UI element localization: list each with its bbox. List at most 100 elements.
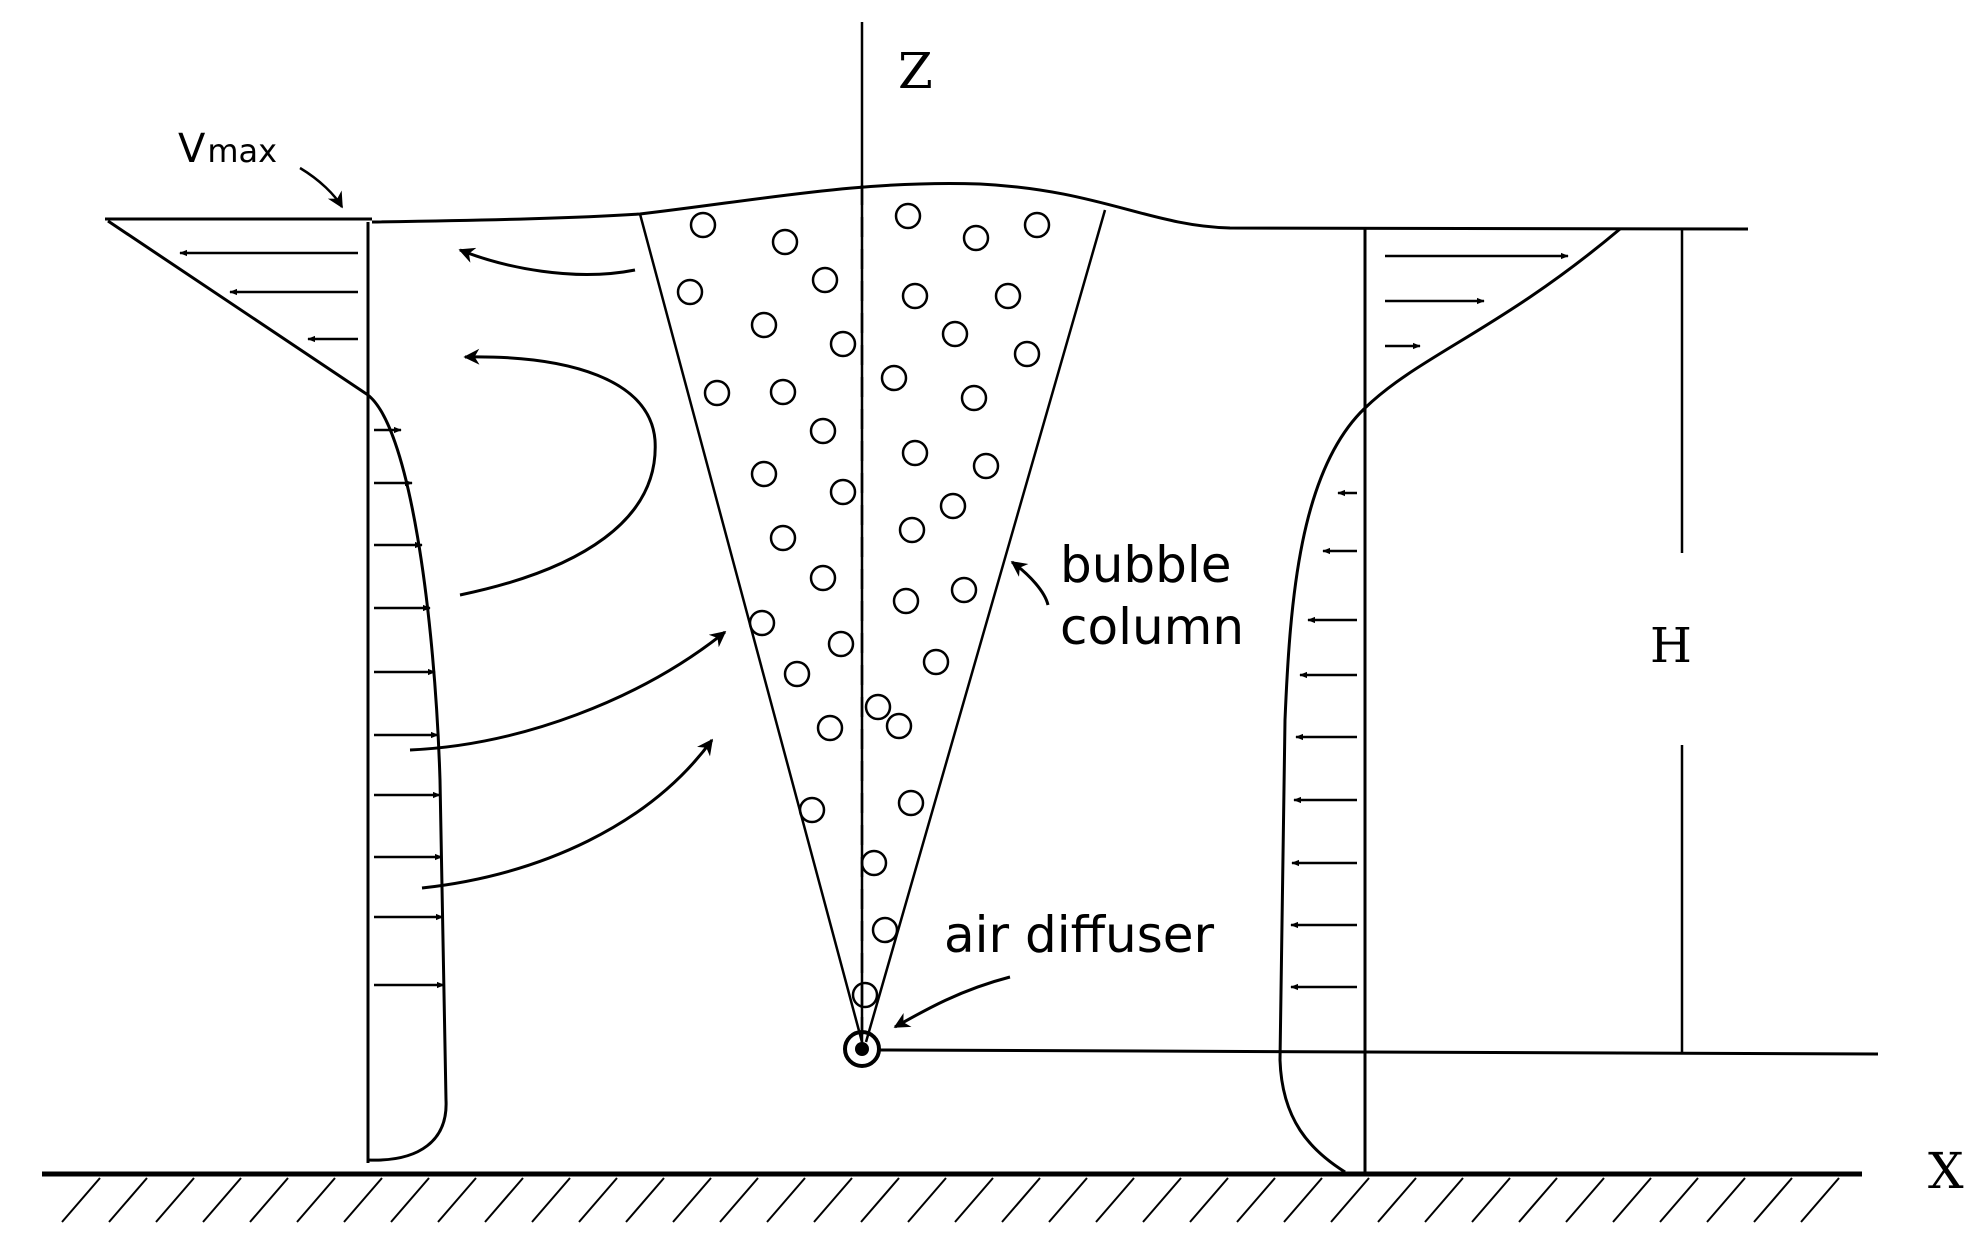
ground-hatch-line	[1424, 1177, 1464, 1223]
bubble	[885, 712, 913, 740]
diffuser-level-line	[879, 1048, 1879, 1056]
bubble	[769, 524, 797, 552]
ground	[42, 1171, 1862, 1223]
bubble	[972, 452, 1000, 480]
bubble	[1023, 211, 1051, 239]
circulation-arrow-middle	[409, 630, 727, 752]
bubble	[798, 796, 826, 824]
bubble	[769, 378, 797, 406]
ground-hatch-line	[1236, 1177, 1276, 1223]
surface-wave	[371, 181, 1749, 231]
ground-hatch-line	[1471, 1177, 1511, 1223]
bubble	[676, 278, 704, 306]
bubble	[901, 282, 929, 310]
bubble	[901, 439, 929, 467]
ground-hatch-line	[1001, 1177, 1041, 1223]
left-arrows-inflow	[374, 426, 445, 989]
bubble	[809, 564, 837, 592]
circulation-arrow-top	[458, 247, 636, 276]
labels: Z X H Vmax bubble column air diffuser	[178, 42, 1964, 1200]
ground-hatch-line	[108, 1177, 148, 1223]
ground-hatch-line	[1048, 1177, 1088, 1223]
bubbles	[676, 202, 1051, 1009]
ground-hatch-line	[1142, 1177, 1182, 1223]
air-diffuser-label: air diffuser	[944, 906, 1215, 964]
ground-hatch-line	[719, 1177, 759, 1223]
z-axis-label: Z	[898, 42, 933, 100]
bubble	[809, 417, 837, 445]
bubble-column-right-edge	[864, 209, 1107, 1043]
ground-hatch-line	[1330, 1177, 1370, 1223]
air-diffuser-pointer	[893, 975, 1011, 1029]
right-profile-curve	[1278, 227, 1621, 1174]
ground-hatch-line	[954, 1177, 994, 1223]
bubble	[851, 981, 879, 1009]
ground-hatch-line	[1518, 1177, 1558, 1223]
ground-hatch-line	[1189, 1177, 1229, 1223]
circulation-arrows	[299, 166, 1050, 890]
bubble	[703, 379, 731, 407]
bubble	[748, 609, 776, 637]
bubble-column-label-line1: bubble	[1060, 536, 1232, 594]
bubble	[994, 282, 1022, 310]
bubble	[689, 211, 717, 239]
bubble	[827, 630, 855, 658]
left-arrows-outflow	[179, 249, 358, 343]
ground-hatch-line	[343, 1177, 383, 1223]
right-arrows-outflow	[1385, 252, 1569, 350]
bubble	[880, 364, 908, 392]
bubble	[750, 460, 778, 488]
bubble	[941, 320, 969, 348]
bubble	[829, 330, 857, 358]
bubble	[829, 478, 857, 506]
bubble	[871, 916, 899, 944]
ground-hatch-line	[61, 1177, 101, 1223]
bubble	[962, 224, 990, 252]
air-diffuser-outer	[843, 1030, 881, 1068]
bubble	[897, 789, 925, 817]
bubble	[1013, 340, 1041, 368]
air-diffuser	[843, 975, 1879, 1068]
ground-hatch-line	[1612, 1177, 1652, 1223]
ground-hatch-line	[672, 1177, 712, 1223]
bubble	[894, 202, 922, 230]
bubble	[960, 384, 988, 412]
bubble	[922, 648, 950, 676]
ground-hatch-line	[578, 1177, 618, 1223]
ground-hatch-line	[1800, 1177, 1840, 1223]
ground-hatch-line	[1659, 1177, 1699, 1223]
x-axis-label: X	[1928, 1142, 1964, 1200]
ground-hatch-line	[1565, 1177, 1605, 1223]
ground-hatch-line	[625, 1177, 665, 1223]
bubble	[939, 492, 967, 520]
vmax-label: Vmax	[178, 126, 277, 172]
ground-hatch-line	[484, 1177, 524, 1223]
circulation-arrow-lower	[421, 738, 714, 890]
ground-hatch-line	[1377, 1177, 1417, 1223]
bubble	[864, 693, 892, 721]
ground-hatching	[61, 1177, 1840, 1223]
left-velocity-profile	[107, 219, 448, 1163]
air-diffuser-inner	[855, 1042, 869, 1056]
ground-hatch-line	[766, 1177, 806, 1223]
ground-hatch-line	[1095, 1177, 1135, 1223]
bubble-column-label-line2: column	[1060, 598, 1244, 656]
ground-hatch-line	[907, 1177, 947, 1223]
right-velocity-profile	[1278, 227, 1621, 1174]
height-label: H	[1650, 618, 1692, 674]
ground-hatch-line	[437, 1177, 477, 1223]
bubble	[783, 660, 811, 688]
bubble	[860, 849, 888, 877]
left-profile-curve	[107, 219, 448, 1162]
ground-hatch-line	[813, 1177, 853, 1223]
bubble	[892, 587, 920, 615]
ground-hatch-line	[1706, 1177, 1746, 1223]
ground-hatch-line	[296, 1177, 336, 1223]
water-surface	[105, 181, 1749, 231]
ground-hatch-line	[249, 1177, 289, 1223]
ground-hatch-line	[390, 1177, 430, 1223]
bubble	[750, 311, 778, 339]
bubble	[771, 228, 799, 256]
ground-hatch-line	[860, 1177, 900, 1223]
